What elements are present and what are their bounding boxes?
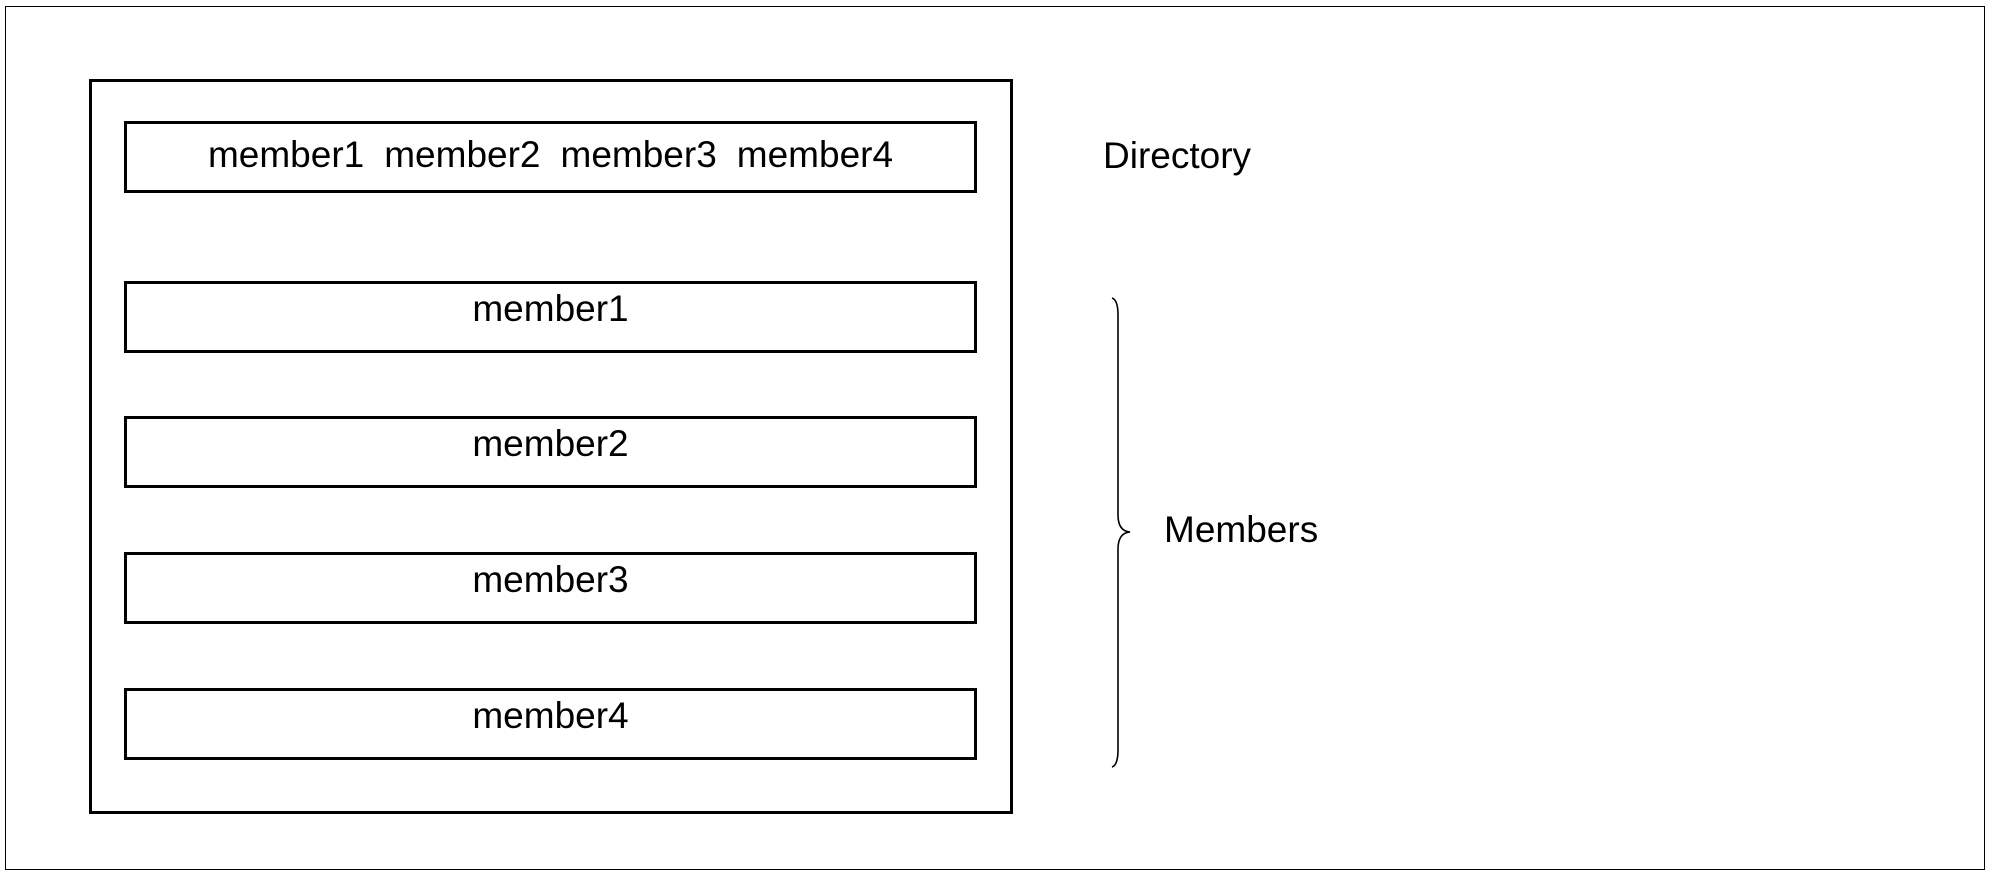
member-label: member2 <box>472 423 629 464</box>
member-label: member1 <box>472 288 629 329</box>
directory-box: member1 member2 member3 member4 <box>124 121 977 193</box>
structure-container <box>89 79 1013 814</box>
directory-entry: member2 <box>384 134 541 175</box>
directory-entry: member3 <box>560 134 717 175</box>
directory-label: Directory <box>1103 135 1252 176</box>
members-label: Members <box>1164 509 1319 550</box>
member-box-3: member3 <box>124 552 977 624</box>
directory-entry: member4 <box>736 134 894 175</box>
diagram-frame <box>5 6 1985 870</box>
member-box-4: member4 <box>124 688 977 760</box>
member-box-2: member2 <box>124 416 977 488</box>
member-label: member3 <box>472 559 629 600</box>
member-box-1: member1 <box>124 281 977 353</box>
members-brace <box>1111 297 1131 768</box>
directory-entries: member1 member2 member3 member4 <box>127 136 974 173</box>
directory-entry: member1 <box>207 134 365 175</box>
member-label: member4 <box>472 695 629 736</box>
